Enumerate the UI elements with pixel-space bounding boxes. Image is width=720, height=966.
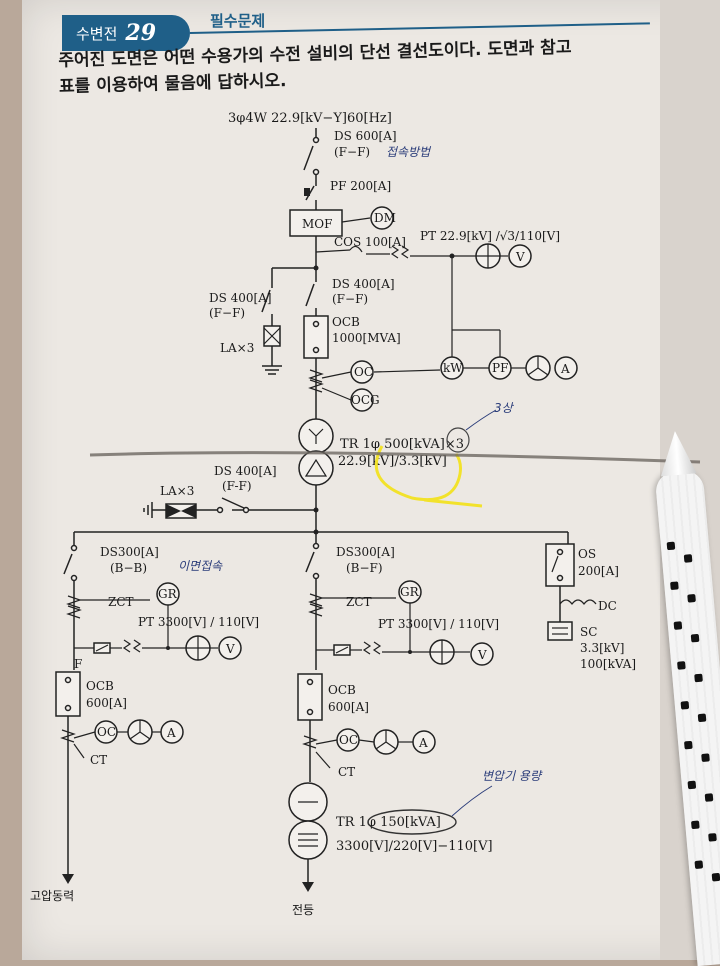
ds300-mid-sub: (B−F) — [346, 561, 383, 575]
ct-left-label: CT — [90, 753, 107, 767]
oc-mid-label: OC — [339, 733, 358, 747]
problem-subtitle: 필수문제 — [210, 12, 266, 30]
kw-label: kW — [443, 361, 463, 375]
pt-left-label: PT 3300[V] / 110[V] — [138, 615, 259, 629]
a-left-label: A — [166, 726, 176, 740]
handnote-ds300: 이면접속 — [178, 559, 223, 573]
ds300-left-sub: (B−B) — [110, 561, 147, 575]
problem-badge: 수변전 29 — [62, 15, 190, 51]
pt-main-label: PT 22.9[kV] /√3/110[V] — [420, 229, 560, 243]
tr-main-secondary — [298, 450, 334, 486]
dm-label: DM — [374, 211, 396, 225]
supply-label: 3φ4W 22.9[kV−Y]60[Hz] — [228, 111, 392, 126]
ocb-left-label: OCB — [86, 679, 114, 693]
pt-mid-label: PT 3300[V] / 110[V] — [378, 617, 499, 631]
mof-label: MOF — [302, 217, 332, 231]
handnote-ds: 접속방법 — [386, 145, 432, 159]
dm-meter — [370, 206, 394, 230]
zct-mid-label: ZCT — [346, 595, 372, 609]
out-mid-label: 전등 — [292, 903, 314, 917]
tr-main-voltage: 22.9[kV]/3.3[kV] — [338, 454, 447, 469]
page-crease — [89, 451, 701, 464]
oc-left-label: OC — [97, 725, 116, 739]
oc-main-label: OC — [354, 365, 373, 379]
yellow-highlight — [374, 445, 483, 508]
ds-400-right-label: DS 400[A] — [332, 277, 395, 291]
v-left-label: V — [225, 642, 235, 656]
dc-label: DC — [598, 599, 617, 613]
gr-mid-label: GR — [400, 585, 420, 599]
ds-main-sub: (F−F) — [334, 145, 370, 159]
mof-box — [289, 209, 343, 237]
ocb-main-rating: 1000[MVA] — [332, 331, 401, 345]
out-left-label: 고압동력 — [30, 889, 74, 903]
book-page — [22, 0, 712, 960]
la-low-label: LA×3 — [160, 484, 194, 498]
os-label: OS — [578, 547, 596, 561]
ammeter-main — [554, 356, 578, 380]
ds-main-label: DS 600[A] — [334, 129, 397, 143]
f-label: F — [74, 657, 82, 671]
zct-left-label: ZCT — [108, 595, 134, 609]
la-top-label: LA×3 — [220, 341, 254, 355]
ds-400-right-sub: (F−F) — [332, 292, 368, 306]
ocb-mid-rating: 600[A] — [328, 700, 369, 714]
dc-reactor — [559, 599, 597, 605]
ds-400-low-sub: (F-F) — [222, 479, 252, 493]
pf-label: PF 200[A] — [330, 179, 391, 193]
ds300-mid-label: DS300[A] — [336, 545, 395, 559]
voltmeter-left — [218, 636, 242, 660]
handnote-tr: 3상 — [494, 401, 515, 415]
ocb-mid-label: OCB — [328, 683, 356, 697]
ds300-left-label: DS300[A] — [100, 545, 159, 559]
ocb-main-label: OCB — [332, 315, 360, 329]
sc-voltage: 3.3[kV] — [580, 641, 624, 655]
sc-rating: 100[kVA] — [580, 657, 636, 671]
pf-meter-label: PF — [492, 361, 508, 375]
voltmeter-mid — [470, 642, 494, 666]
ds-400-low-label: DS 400[A] — [214, 464, 277, 478]
sc-label: SC — [580, 625, 597, 639]
ds-400-left-sub: (F−F) — [209, 306, 245, 320]
ds-400-left-label: DS 400[A] — [209, 291, 272, 305]
ocb-left-rating: 600[A] — [86, 696, 127, 710]
a-main-label: A — [560, 362, 570, 376]
voltmeter-main — [508, 244, 532, 268]
sc-symbol — [547, 621, 573, 641]
problem-number: 29 — [125, 20, 157, 46]
handnote-tr-light: 변압기 용량 — [482, 769, 543, 783]
cos-label: COS 100[A] — [334, 235, 406, 249]
problem-category: 수변전 — [76, 24, 118, 43]
tr-light-voltage: 3300[V]/220[V]−110[V] — [336, 839, 493, 854]
a-mid-label: A — [418, 736, 428, 750]
v-main-label: V — [515, 250, 525, 264]
ocg-label: OCG — [351, 393, 380, 407]
v-mid-label: V — [477, 648, 487, 662]
tr-main-label: TR 1φ 500[kVA]×3 — [340, 437, 464, 452]
gr-left-label: GR — [158, 587, 178, 601]
ct-mid-label: CT — [338, 765, 355, 779]
os-rating: 200[A] — [578, 564, 619, 578]
tr-light-label: TR 1φ 150[kVA] — [336, 815, 441, 830]
